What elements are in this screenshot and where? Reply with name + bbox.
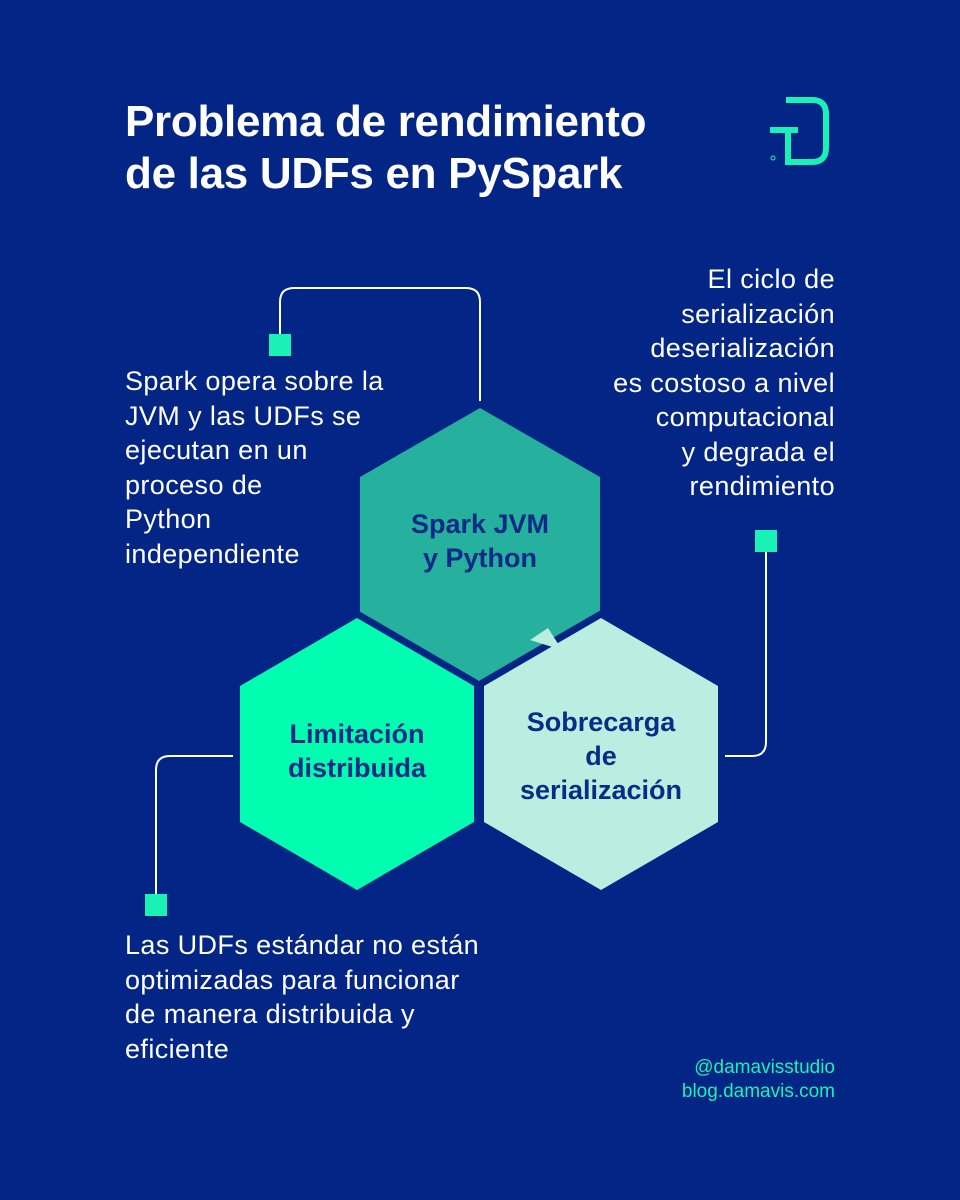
hexagon-sobrecarga xyxy=(477,611,725,897)
note-bottom-line-2: optimizadas para funcionar xyxy=(125,964,460,995)
hexagon-sobrecarga-line-2: de xyxy=(585,741,617,771)
note-right-line-4: es costoso a nivel xyxy=(613,367,835,398)
note-right-line-6: y degrada el xyxy=(681,436,835,467)
note-right-line-7: rendimiento xyxy=(689,471,835,501)
hexagon-sobrecarga-line-3: serialización xyxy=(519,775,683,805)
hexagon-sobrecarga-line-1: Sobrecarga xyxy=(526,707,676,737)
note-bottom-line-3: de manera distribuida y xyxy=(125,999,415,1029)
hexagon-spark-line-1: Spark JVM xyxy=(410,509,550,539)
notch-sobrecarga xyxy=(530,628,562,650)
title-line-1: Problema de rendimiento xyxy=(125,97,647,146)
note-left-line-3: ejecutan en un xyxy=(125,435,308,465)
note-bottom-line-4: eficiente xyxy=(125,1033,230,1064)
hexagon-label-sobrecarga: Sobrecarga de serialización xyxy=(484,705,718,807)
note-left-line-2: JVM y las UDFs se xyxy=(125,400,362,431)
notch-spark xyxy=(430,630,466,660)
note-bottom-line-1: Las UDFs estándar no están xyxy=(125,930,480,960)
note-right-line-3: deserialización xyxy=(650,333,835,363)
square-marker-icon xyxy=(269,334,291,356)
note-left-line-6: independiente xyxy=(125,538,300,569)
hexagon-limitacion-line-2: distribuida xyxy=(287,753,426,783)
page-title: Problema de rendimiento de las UDFs en P… xyxy=(125,96,725,200)
title-line-2: de las UDFs en PySpark xyxy=(125,149,623,198)
hexagon-label-spark: Spark JVM y Python xyxy=(360,507,600,575)
note-bottom: Las UDFs estándar no están optimizadas p… xyxy=(125,928,479,1066)
damavis-d-logo-icon xyxy=(770,97,829,165)
note-left-line-1: Spark opera sobre la xyxy=(125,366,384,396)
note-right-line-5: computacional xyxy=(655,402,835,432)
square-marker-icon xyxy=(145,894,167,916)
connector-left xyxy=(279,287,481,408)
connector-right xyxy=(718,545,767,757)
note-right: El ciclo de serialización deserializació… xyxy=(613,262,835,504)
square-marker-icon xyxy=(755,530,777,552)
note-right-line-1: El ciclo de xyxy=(707,264,835,294)
note-left-line-4: proceso de xyxy=(125,469,263,500)
note-left-line-5: Python xyxy=(125,504,212,534)
hexagon-spark-line-2: y Python xyxy=(422,543,537,573)
hexagon-label-limitacion: Limitación distribuida xyxy=(240,717,474,785)
note-left: Spark opera sobre la JVM y las UDFs se e… xyxy=(125,364,384,571)
note-right-line-2: serialización xyxy=(681,298,835,329)
blog-url-link[interactable]: blog.damavis.com xyxy=(681,1081,835,1102)
notch-limitacion xyxy=(458,730,474,770)
hexagon-limitacion-line-1: Limitación xyxy=(289,719,425,749)
social-handle-link[interactable]: @damavisstudio xyxy=(694,1057,835,1078)
connector-bottom xyxy=(155,755,241,900)
hexagon-limitacion xyxy=(233,611,481,897)
footer: @damavisstudio blog.damavis.com xyxy=(682,1056,835,1104)
